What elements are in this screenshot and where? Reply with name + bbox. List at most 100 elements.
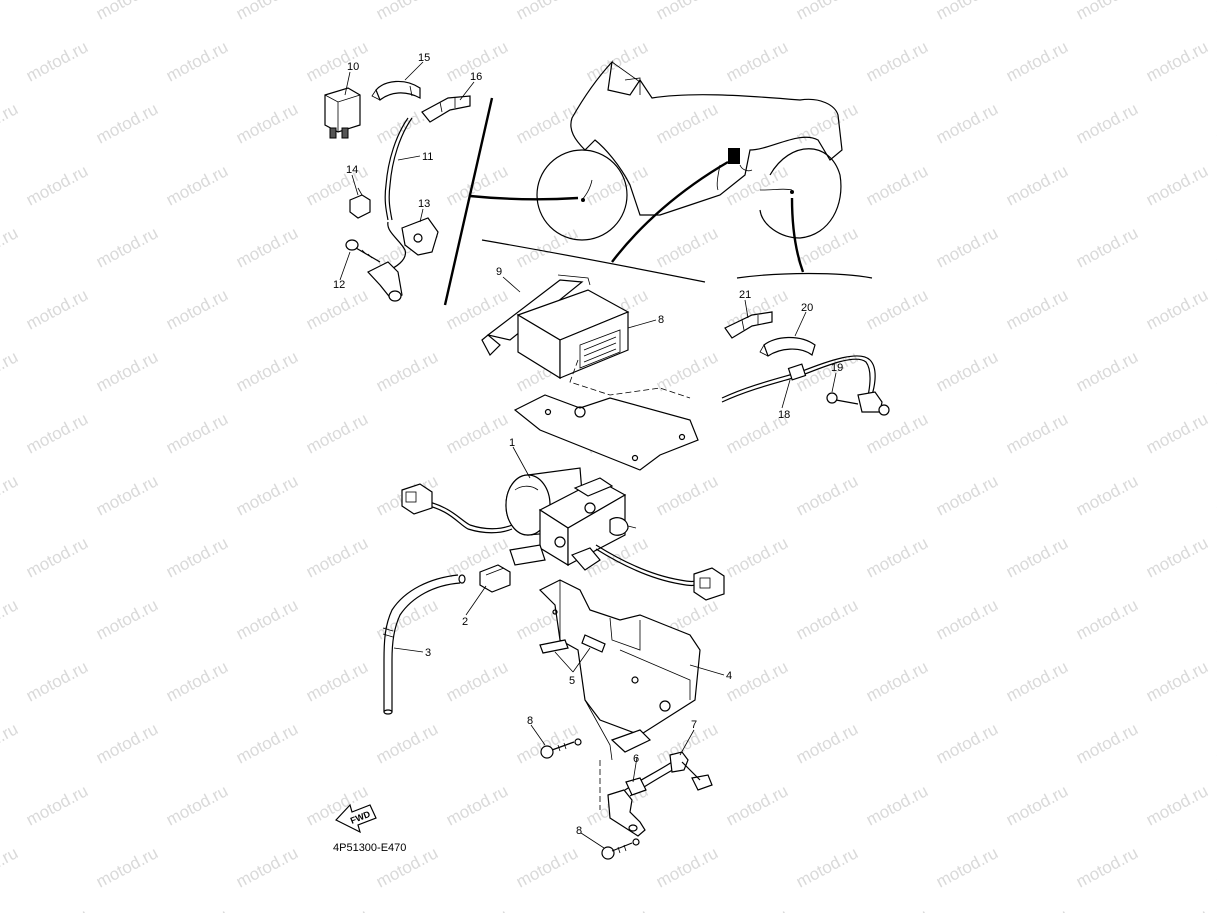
watermark-text: motod.ru — [93, 843, 161, 891]
callout-1: 1 — [509, 437, 515, 449]
watermark-text: motod.ru — [1143, 37, 1211, 85]
watermark-text: motod.ru — [1143, 285, 1211, 333]
watermark-text: motod.ru — [933, 719, 1001, 767]
watermark-text: motod.ru — [23, 161, 91, 209]
callout-10: 9 — [496, 266, 502, 278]
watermark-text: motod.ru — [93, 595, 161, 643]
callout-21: 21 — [739, 289, 751, 301]
watermark-text: motod.ru — [0, 471, 21, 519]
watermark-text: motod.ru — [863, 285, 931, 333]
watermark-text: motod.ru — [93, 0, 161, 24]
watermark-text: motod.ru — [653, 223, 721, 271]
clamp-16-part — [371, 80, 421, 101]
watermark-text: motod.ru — [1143, 409, 1211, 457]
watermark-text: motod.ru — [1003, 409, 1071, 457]
callout-20: 20 — [801, 302, 813, 314]
watermark-text: motod.ru — [373, 0, 441, 24]
watermark-text: motod.ru — [653, 347, 721, 395]
callout-8-upper: 8 — [527, 715, 533, 727]
watermark-text: motod.ru — [1213, 843, 1217, 891]
watermark-text: motod.ru — [1143, 161, 1211, 209]
watermark-text: motod.ru — [93, 471, 161, 519]
watermark-text: motod.ru — [1003, 161, 1071, 209]
watermark-text: motod.ru — [443, 409, 511, 457]
front-wheel-sensor-group — [324, 80, 471, 302]
hydraulic-unit-group — [382, 467, 725, 860]
pads-5-part — [539, 634, 606, 654]
watermark-text: motod.ru — [0, 347, 21, 395]
watermark-text: motod.ru — [1143, 657, 1211, 705]
callout-19: 19 — [831, 362, 843, 374]
clip-15-part — [349, 187, 371, 219]
watermark-text: motod.ru — [793, 719, 861, 767]
callout-9: 8 — [658, 314, 664, 326]
watermark-text: motod.ru — [0, 719, 21, 767]
watermark-text: motod.ru — [0, 595, 21, 643]
bolt-8-upper-part — [540, 738, 582, 759]
watermark-text: motod.ru — [163, 161, 231, 209]
watermark-text: motod.ru — [93, 347, 161, 395]
clamp-17-part — [421, 95, 471, 123]
watermark-text: motod.ru — [373, 99, 441, 147]
watermark-text: motod.ru — [0, 99, 21, 147]
watermark-text: motod.ru — [233, 0, 301, 24]
watermark-text: motod.ru — [233, 223, 301, 271]
callout-6: 6 — [633, 753, 639, 765]
watermark-text: motod.ru — [723, 37, 791, 85]
watermark-text: motod.ru — [303, 409, 371, 457]
callout-4: 4 — [726, 670, 732, 682]
watermark-text: motod.ru — [303, 657, 371, 705]
watermark-text: motod.ru — [303, 905, 371, 913]
fwd-arrow: FWD — [335, 803, 377, 834]
watermark-text: motod.ru — [723, 905, 791, 913]
clamp-21-part — [724, 311, 773, 339]
watermark-text: motod.ru — [1003, 781, 1071, 829]
callout-labels: 10 15 16 11 14 13 12 9 8 21 20 19 18 1 2… — [333, 52, 843, 837]
watermark-text: motod.ru — [163, 781, 231, 829]
watermark-text: motod.ru — [1143, 905, 1211, 913]
watermark-text: motod.ru — [443, 657, 511, 705]
callout-2: 2 — [462, 616, 468, 628]
abs-valve-block-part — [538, 477, 637, 567]
watermark-text: motod.ru — [93, 99, 161, 147]
clamp-20-part — [759, 336, 816, 357]
watermark-text: motod.ru — [23, 781, 91, 829]
watermark-text: motod.ru — [1003, 37, 1071, 85]
watermark-text: motod.ru — [1073, 719, 1141, 767]
watermark-text: motod.ru — [443, 781, 511, 829]
watermark-text: motod.ru — [23, 285, 91, 333]
watermark-text: motod.ru — [1073, 99, 1141, 147]
watermark-text: motod.ru — [93, 719, 161, 767]
callout-8-lower: 8 — [576, 825, 582, 837]
watermark-text: motod.ru — [933, 347, 1001, 395]
watermark-text: motod.ru — [863, 37, 931, 85]
watermark-text: motod.ru — [863, 533, 931, 581]
watermark-text: motod.ru — [1143, 781, 1211, 829]
callout-17: 16 — [470, 71, 482, 83]
watermark-text: motod.ru — [1073, 595, 1141, 643]
connector-left-part — [401, 483, 433, 515]
watermark-text: motod.ru — [863, 161, 931, 209]
watermark-text: motod.ru — [1073, 471, 1141, 519]
watermark-text: motod.ru — [303, 285, 371, 333]
bolt-19-part — [826, 392, 859, 405]
watermark-text: motod.ru — [1073, 347, 1141, 395]
callout-14: 13 — [418, 198, 430, 210]
watermark-text: motod.ru — [933, 595, 1001, 643]
watermark-text: motod.ru — [1213, 595, 1217, 643]
watermark-text: motod.ru — [793, 99, 861, 147]
watermark-text: motod.ru — [723, 533, 791, 581]
watermark-text: motod.ru — [373, 347, 441, 395]
watermark-text: motod.ru — [793, 0, 861, 24]
watermark-text: motod.ru — [863, 409, 931, 457]
watermark-text: motod.ru — [0, 0, 21, 24]
watermark-text: motod.ru — [933, 99, 1001, 147]
rear-sensor-part — [857, 391, 890, 416]
watermark-text: motod.ru — [163, 409, 231, 457]
callout-7: 7 — [691, 719, 697, 731]
watermark-text: motod.ru — [1213, 347, 1217, 395]
watermark-text: motod.ru — [23, 657, 91, 705]
watermark-text: motod.ru — [373, 595, 441, 643]
callout-16: 15 — [418, 52, 430, 64]
